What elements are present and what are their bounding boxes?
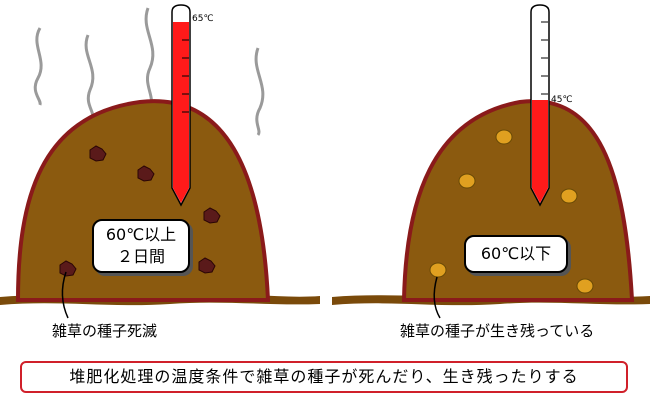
seed-caption-left: 雑草の種子死滅 (52, 322, 158, 340)
compost-pile-right (401, 99, 635, 302)
live-seed (560, 188, 578, 204)
live-seed (495, 129, 513, 145)
leader-line-left (61, 271, 69, 319)
leader-line-right (433, 276, 441, 319)
condition-box-left: 60℃以上 ２日間 (92, 219, 190, 273)
main-caption: 堆肥化処理の温度条件で雑草の種子が死んだり、生き残ったりする (20, 361, 628, 393)
dead-seed (137, 165, 155, 182)
seed-caption-right: 雑草の種子が生き残っている (400, 322, 595, 340)
steam-lines (33, 7, 265, 136)
steam-line (254, 47, 265, 136)
thermometer-right (530, 4, 550, 207)
dead-seeds (59, 145, 221, 277)
live-seeds (429, 129, 594, 294)
dead-seed (59, 260, 77, 277)
steam-line (144, 7, 155, 111)
dead-seed (198, 257, 216, 274)
steam-line (84, 34, 95, 121)
condition-box-left-line2: ２日間 (116, 247, 165, 266)
dead-seed (89, 145, 107, 162)
thermometer-left (171, 4, 191, 207)
live-seed (576, 278, 594, 294)
condition-box-right: 60℃以下 (464, 235, 568, 273)
temp-label-right: 45℃ (551, 95, 573, 105)
live-seed (458, 173, 476, 189)
compost-pile-left (15, 99, 271, 302)
condition-box-left-line1: 60℃以上 (105, 225, 177, 244)
live-seed (429, 262, 447, 278)
dead-seed (203, 207, 221, 224)
steam-line (33, 27, 43, 106)
temp-label-left: 65℃ (192, 14, 214, 24)
